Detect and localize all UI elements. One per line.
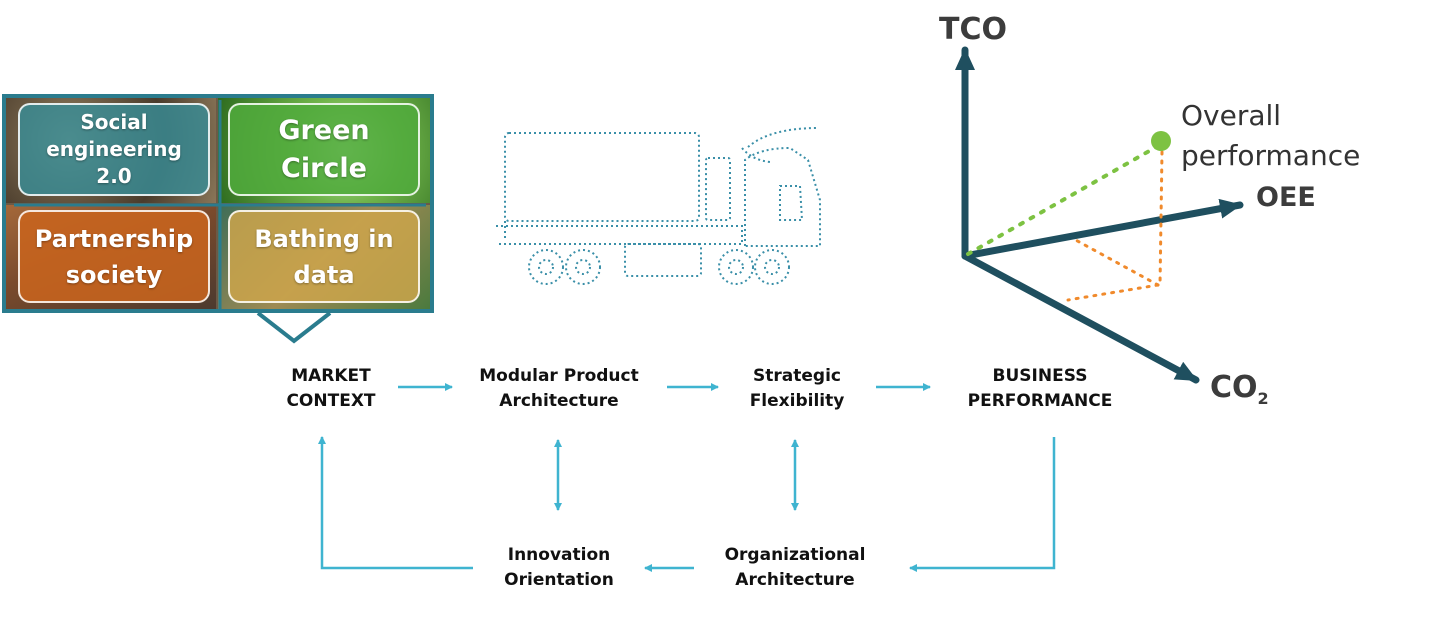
projection-lines bbox=[966, 144, 1164, 302]
scenario-social-engineering: Social engineering 2.0 bbox=[18, 103, 210, 196]
arrow-business-to-organizational bbox=[909, 437, 1056, 572]
flow-arrows bbox=[318, 383, 1056, 572]
axis-label-oee: OEE bbox=[1256, 182, 1316, 213]
axis-oee bbox=[961, 198, 1244, 260]
scenario-green-circle: Green Circle bbox=[228, 103, 420, 196]
proj-vertical bbox=[1158, 150, 1164, 287]
axis-co2 bbox=[961, 252, 1200, 384]
axis-label-tco: TCO bbox=[939, 12, 1007, 47]
scenario-bathing-in-data: Bathing in data bbox=[228, 210, 420, 303]
overall-vector bbox=[966, 144, 1160, 256]
node-market-context: MARKET CONTEXT bbox=[286, 366, 376, 411]
node-modular-product-architecture: Modular Product Architecture bbox=[479, 366, 639, 411]
axis-label-co2: CO2 bbox=[1210, 370, 1269, 408]
scenario-partnership-society: Partnership society bbox=[18, 210, 210, 303]
callout-pointer bbox=[256, 311, 332, 344]
arrow-innovation-to-market bbox=[318, 436, 473, 570]
overall-performance-point bbox=[1151, 131, 1171, 151]
proj-to-oee bbox=[1070, 236, 1160, 287]
proj-to-co2 bbox=[1066, 283, 1160, 302]
node-innovation-orientation: Innovation Orientation bbox=[504, 545, 614, 590]
truck-icon bbox=[496, 127, 821, 285]
node-business-performance: BUSINESS PERFORMANCE bbox=[967, 366, 1113, 411]
overall-performance-label: Overall performance bbox=[1181, 99, 1361, 172]
performance-axes bbox=[955, 46, 1244, 384]
node-organizational-architecture: Organizational Architecture bbox=[724, 545, 866, 590]
node-strategic-flexibility: Strategic Flexibility bbox=[749, 366, 845, 411]
